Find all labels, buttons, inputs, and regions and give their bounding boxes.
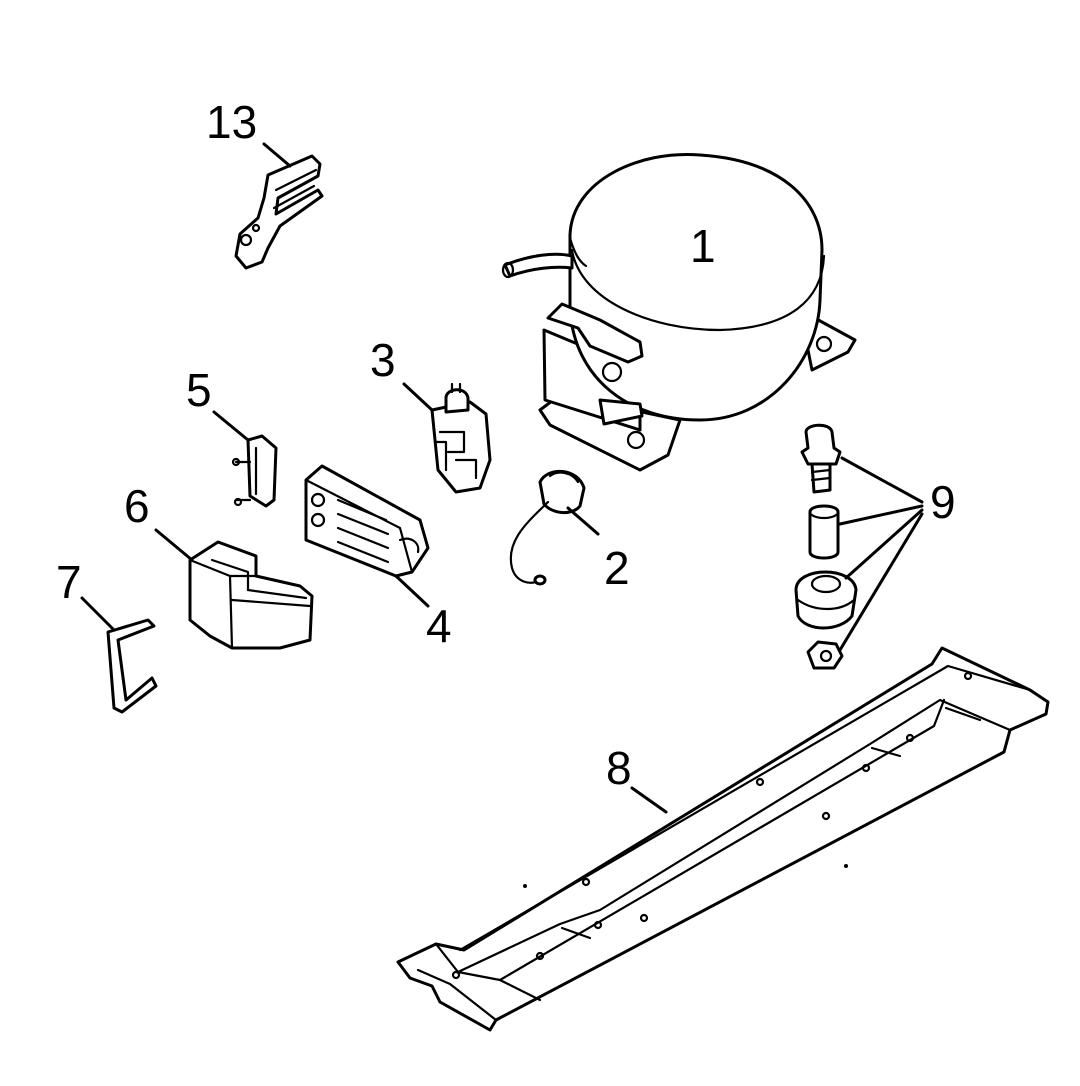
leader-8: [630, 786, 668, 814]
leader-2: [566, 506, 600, 536]
leader-9d: [838, 512, 924, 652]
callout-8: 8: [606, 742, 632, 794]
callout-labels: 13 1 3 5 6 9 2 7 4 8: [56, 96, 956, 794]
leader-7: [80, 596, 116, 632]
leader-lines: [80, 142, 924, 814]
part-6-cover: [188, 540, 314, 650]
part-4-overload-protector: [304, 464, 430, 578]
leader-4: [394, 574, 430, 608]
leader-6: [154, 528, 194, 562]
leader-3: [402, 382, 434, 412]
part-3-relay: [430, 382, 492, 494]
callout-4: 4: [426, 600, 452, 652]
part-1-compressor: [501, 152, 857, 472]
callout-9: 9: [930, 476, 956, 528]
part-9-mounting-hardware: [794, 423, 858, 670]
part-2-terminal-cover: [509, 469, 586, 586]
callout-5: 5: [186, 364, 212, 416]
leader-9b: [838, 504, 924, 526]
part-8-base-rail: [396, 646, 1050, 1032]
leader-13: [262, 142, 292, 168]
part-7-wire-clip: [106, 618, 158, 714]
leader-5: [212, 410, 250, 442]
callout-7: 7: [56, 556, 82, 608]
part-13-bracket-clip: [234, 154, 324, 270]
callout-6: 6: [124, 480, 150, 532]
callout-1: 1: [690, 220, 716, 272]
leader-9a: [840, 456, 924, 504]
callout-2: 2: [604, 542, 630, 594]
leader-9c: [844, 508, 924, 580]
callout-3: 3: [370, 334, 396, 386]
part-5-clip: [231, 434, 278, 508]
callout-13: 13: [206, 96, 257, 148]
